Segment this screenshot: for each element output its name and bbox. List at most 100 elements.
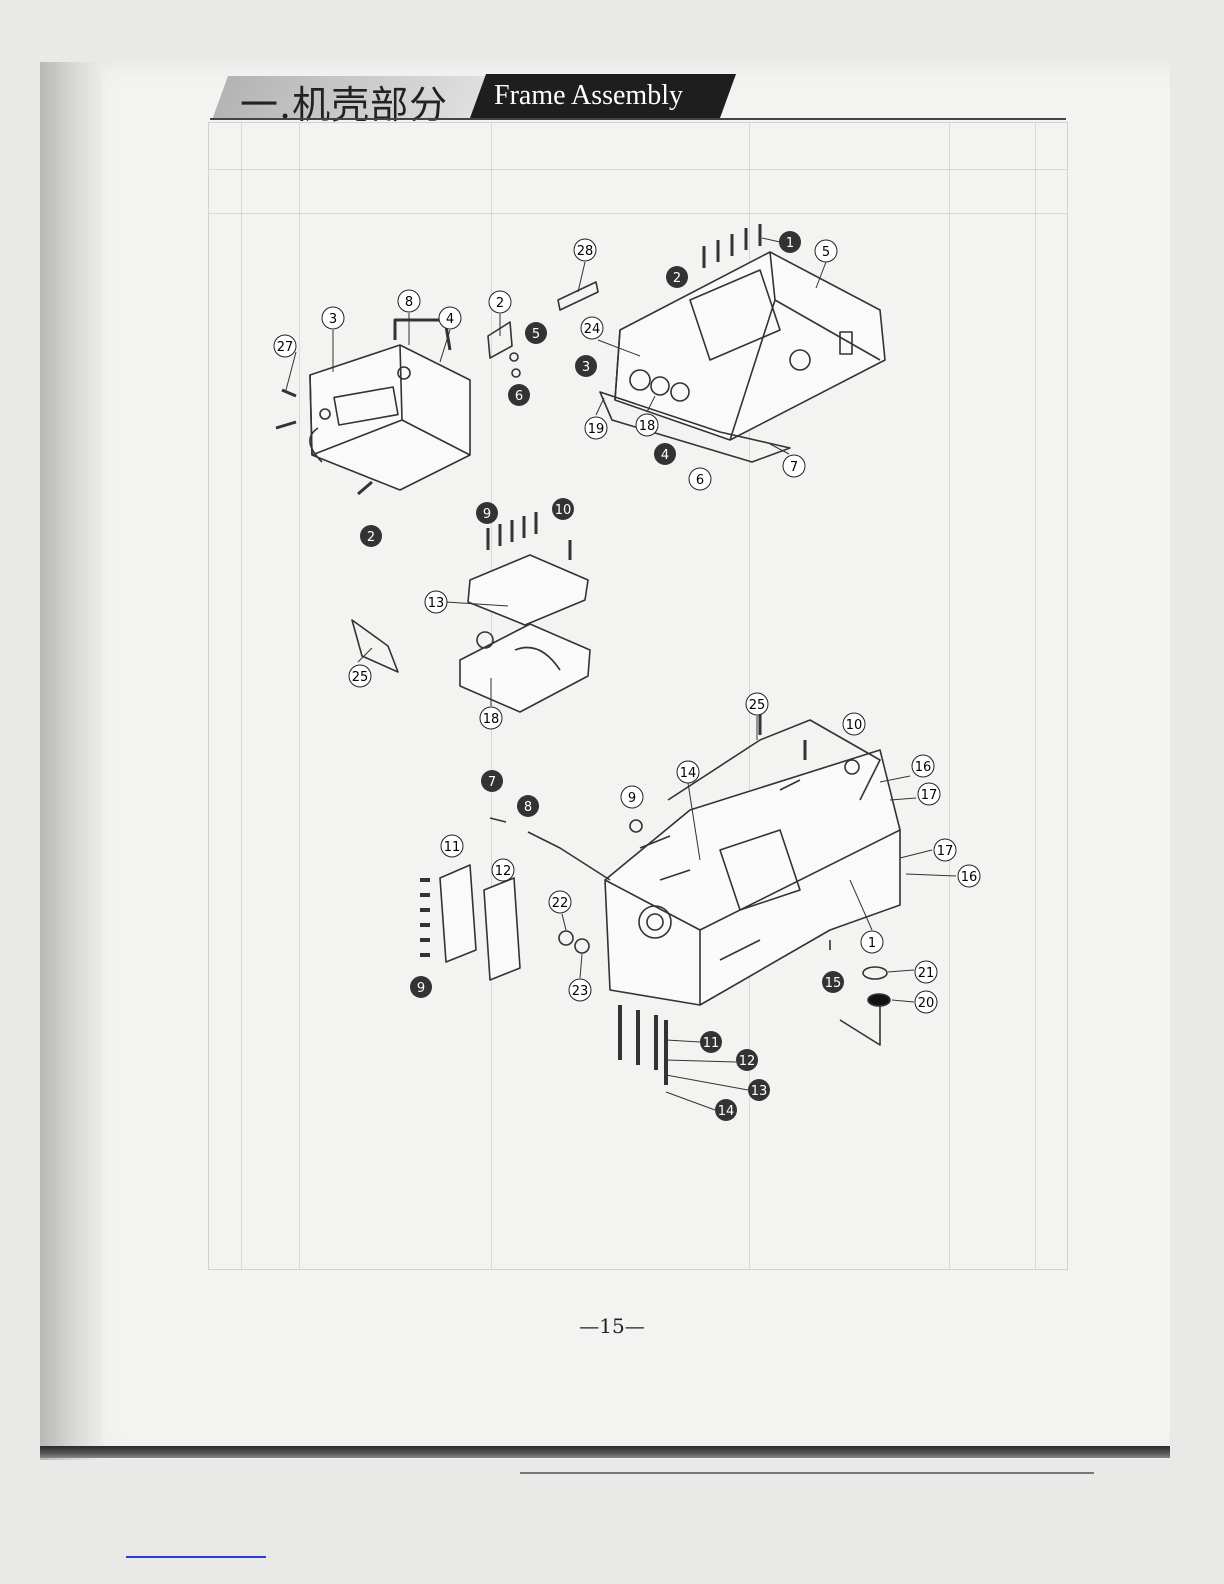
page-number: —15— <box>0 1314 1224 1338</box>
svg-text:15: 15 <box>825 976 842 991</box>
main-frame-casting <box>605 695 900 1005</box>
callout-filled-3: 3 <box>575 355 597 377</box>
svg-text:9: 9 <box>628 791 636 806</box>
svg-text:11: 11 <box>703 1036 720 1051</box>
svg-text:16: 16 <box>961 870 978 885</box>
svg-text:25: 25 <box>749 698 766 713</box>
callout-filled-1: 1 <box>779 231 801 253</box>
svg-text:25: 25 <box>352 670 369 685</box>
svg-text:9: 9 <box>483 507 491 522</box>
svg-text:2: 2 <box>367 530 375 545</box>
svg-text:3: 3 <box>329 312 337 327</box>
svg-text:4: 4 <box>661 448 669 463</box>
callout-2: 2 <box>489 291 511 313</box>
callout-19: 19 <box>585 417 607 439</box>
callout-6: 6 <box>689 468 711 490</box>
callout-14: 14 <box>677 761 699 783</box>
callout-filled-5: 5 <box>525 322 547 344</box>
callout-17-top: 17 <box>918 783 940 805</box>
svg-text:23: 23 <box>572 984 589 999</box>
svg-text:8: 8 <box>524 800 532 815</box>
svg-text:12: 12 <box>495 864 512 879</box>
svg-text:27: 27 <box>277 340 294 355</box>
callout-25-left: 25 <box>349 665 371 687</box>
svg-text:11: 11 <box>444 840 461 855</box>
svg-text:17: 17 <box>937 844 954 859</box>
callout-filled-2: 2 <box>360 525 382 547</box>
callout-filled-8: 8 <box>517 795 539 817</box>
plates-middle <box>460 512 590 712</box>
callout-4: 4 <box>439 307 461 329</box>
callout-9: 9 <box>621 786 643 808</box>
svg-text:14: 14 <box>680 766 697 781</box>
callout-filled-11: 11 <box>700 1031 722 1053</box>
svg-text:14: 14 <box>718 1104 735 1119</box>
callout-8: 8 <box>398 290 420 312</box>
svg-text:13: 13 <box>751 1084 768 1099</box>
callout-23: 23 <box>569 979 591 1001</box>
callout-filled-7: 7 <box>481 770 503 792</box>
svg-text:2: 2 <box>496 296 504 311</box>
callout-16: 16 <box>958 865 980 887</box>
svg-text:20: 20 <box>918 996 935 1011</box>
svg-text:28: 28 <box>577 244 594 259</box>
callout-filled-12: 12 <box>736 1049 758 1071</box>
callout-filled-9: 9 <box>410 976 432 998</box>
callout-filled-13: 13 <box>748 1079 770 1101</box>
callout-11: 11 <box>441 835 463 857</box>
callout-1: 1 <box>861 931 883 953</box>
callout-21: 21 <box>915 961 937 983</box>
svg-text:4: 4 <box>446 312 454 327</box>
page-bottom-edge <box>40 1446 1170 1458</box>
svg-text:24: 24 <box>584 322 601 337</box>
svg-text:18: 18 <box>639 419 656 434</box>
svg-text:8: 8 <box>405 295 413 310</box>
svg-text:10: 10 <box>555 503 572 518</box>
svg-text:7: 7 <box>488 775 496 790</box>
callout-22: 22 <box>549 891 571 913</box>
svg-text:13: 13 <box>428 596 445 611</box>
svg-text:17: 17 <box>921 788 938 803</box>
svg-text:19: 19 <box>588 422 605 437</box>
callout-17: 17 <box>934 839 956 861</box>
callout-28: 28 <box>574 239 596 261</box>
svg-text:3: 3 <box>582 360 590 375</box>
callout-3: 3 <box>322 307 344 329</box>
svg-text:1: 1 <box>786 236 794 251</box>
callout-filled-15: 15 <box>822 971 844 993</box>
callout-18: 18 <box>480 707 502 729</box>
svg-text:5: 5 <box>532 327 540 342</box>
bottom-rule <box>520 1472 1094 1474</box>
callout-20: 20 <box>915 991 937 1013</box>
callout-13: 13 <box>425 591 447 613</box>
svg-text:21: 21 <box>918 966 935 981</box>
callout-filled-4: 4 <box>654 443 676 465</box>
callout-filled-2-top: 2 <box>666 266 688 288</box>
callout-25: 25 <box>746 693 768 715</box>
callout-5: 5 <box>815 240 837 262</box>
front-cover-part <box>310 320 470 490</box>
svg-text:5: 5 <box>822 245 830 260</box>
callout-12: 12 <box>492 859 514 881</box>
callout-27: 27 <box>274 335 296 357</box>
svg-text:10: 10 <box>846 718 863 733</box>
svg-text:16: 16 <box>915 760 932 775</box>
callout-18-top: 18 <box>636 414 658 436</box>
svg-text:12: 12 <box>739 1054 756 1069</box>
callout-filled-9-top: 9 <box>476 502 498 524</box>
callout-10: 10 <box>843 713 865 735</box>
svg-text:22: 22 <box>552 896 569 911</box>
svg-text:7: 7 <box>790 460 798 475</box>
svg-text:6: 6 <box>515 389 523 404</box>
callout-filled-6: 6 <box>508 384 530 406</box>
link-underline[interactable] <box>126 1556 266 1558</box>
callout-16-top: 16 <box>912 755 934 777</box>
svg-text:18: 18 <box>483 712 500 727</box>
callout-filled-10: 10 <box>552 498 574 520</box>
svg-text:2: 2 <box>673 271 681 286</box>
svg-text:1: 1 <box>868 936 876 951</box>
svg-text:6: 6 <box>696 473 704 488</box>
callout-24: 24 <box>581 317 603 339</box>
callout-7: 7 <box>783 455 805 477</box>
